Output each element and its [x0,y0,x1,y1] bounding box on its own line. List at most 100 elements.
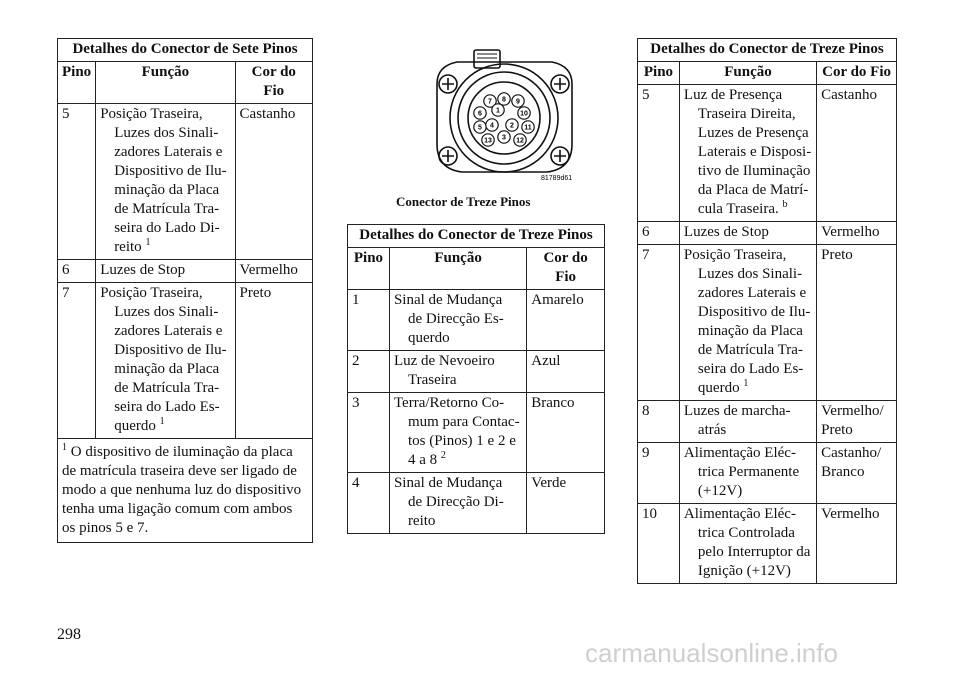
pin-number: 5 [637,84,680,222]
pin-contact-label: 4 [490,123,494,130]
function-text-continued: Traseira Direita, Luzes de Presença Late… [684,105,812,219]
pin-function: Luzes de marcha-atrás [678,400,818,443]
function-text-first-line: Luz de Nevoeiro [393,353,495,369]
pin-contact-label: 10 [520,111,528,118]
table-footnote: 1 O dispositivo de iluminação da placa d… [57,438,313,543]
header-function: Função [95,61,236,104]
pin-function: Luzes de Stop [95,259,236,283]
function-text-continued: Traseira [394,371,522,390]
pin-number: 4 [347,472,390,534]
footnote-text: O dispositivo de iluminação da placa de … [62,444,302,536]
pin-number: 7 [637,244,680,401]
pin-contact [505,118,519,132]
pin-contact-label: 1 [496,108,500,115]
wire-color: Vermelho [816,221,897,245]
header-wire-color: Cor do Fio [526,247,605,290]
footnote-reference: 2 [440,450,446,461]
pin-number: 9 [637,442,680,504]
wire-color: Amarelo [526,289,605,351]
header-function: Função [678,61,818,85]
pin-contact-label: 6 [478,111,482,118]
watermark: carmanualsonline.info [585,638,838,668]
pin-contact [473,106,487,120]
pin-contact [497,130,511,144]
header-wire-color: Cor do Fio [234,61,314,104]
pin-contact [497,92,511,106]
pin-contact-label: 2 [510,123,514,130]
pin-number: 10 [637,503,680,584]
header-pin: Pino [56,61,97,104]
pin-number: 6 [637,221,680,245]
function-text-rest: Luzes dos Sinali- zadores Laterais e Dis… [697,266,811,396]
pin-number: 7 [56,282,97,439]
wire-color: Preto [234,282,314,439]
wire-color: Preto [816,244,897,401]
function-text-first-line: Posição Traseira, [100,106,203,122]
wire-color: Vermelho [816,503,897,584]
wire-color: Castanho [234,103,314,260]
figure-code: 81789d61 [541,175,572,182]
thirteen-pin-connector-table-continued: Detalhes do Conector de Treze Pinos Pino… [637,38,897,584]
pin-function: Posição Traseira,Luzes dos Sinali- zador… [95,282,236,439]
pin-contact-label: 12 [516,138,524,145]
wire-color: Branco [526,392,605,473]
pin-number: 8 [637,400,680,443]
function-text-rest: atrás [697,422,727,438]
function-text-continued: Luzes dos Sinali- zadores Laterais e Dis… [684,265,812,398]
pin-contact-label: 9 [516,99,520,106]
function-text-rest: Traseira Direita, Luzes de Presença Late… [697,106,812,217]
function-text-rest: trica Permanente (+12V) [697,464,800,499]
pin-contact-label: 5 [478,125,482,132]
footnote-marker: 1 [62,442,67,453]
pin-contact [521,120,535,134]
function-text-first-line: Sinal de Mudança [393,475,503,491]
pin-function: Luzes de Stop [678,221,818,245]
function-text-first-line: Luzes de marcha- [683,403,791,419]
pin-number: 6 [56,259,97,283]
pin-contact-label: 7 [488,99,492,106]
function-text-rest: Luzes dos Sinali- zadores Laterais e Dis… [114,125,227,255]
function-text-rest: mum para Contac- tos (Pinos) 1 e 2 e 4 a… [407,414,520,468]
pin-contact [511,94,525,108]
pin-contact-label: 8 [502,97,506,104]
wire-color: Castanho/ Branco [816,442,897,504]
pin-contact [513,133,527,147]
wire-color: Azul [526,350,605,393]
function-text-continued: Luzes dos Sinali- zadores Laterais e Dis… [100,303,230,436]
pin-contact-label: 3 [502,135,506,142]
function-text-rest: de Direcção Di- reito [407,494,504,529]
function-text-continued: mum para Contac- tos (Pinos) 1 e 2 e 4 a… [394,413,522,470]
pin-contact [517,106,531,120]
table-title: Detalhes do Conector de Sete Pinos [57,38,313,62]
function-text-first-line: Terra/Retorno Co- [393,395,505,411]
function-text-rest: trica Controlada pelo Interruptor da Ign… [697,525,811,579]
function-text-first-line: Luzes de Stop [100,262,186,278]
page-number: 298 [57,626,81,643]
pin-number: 1 [347,289,390,351]
pin-function: Posição Traseira, Luzes dos Sinali- zador… [678,244,818,401]
footnote-reference: 1 [145,237,151,248]
pin-function: Terra/Retorno Co-mum para Contac- tos (P… [388,392,528,473]
function-text-first-line: Luz de Presença [683,87,783,103]
footnote-reference: b [782,199,788,210]
pin-number: 2 [347,350,390,393]
pin-contact [491,103,505,117]
footnote-reference: 1 [743,378,749,389]
function-text-first-line: Posição Traseira, [683,247,787,263]
pin-contact-label: 13 [484,138,492,145]
